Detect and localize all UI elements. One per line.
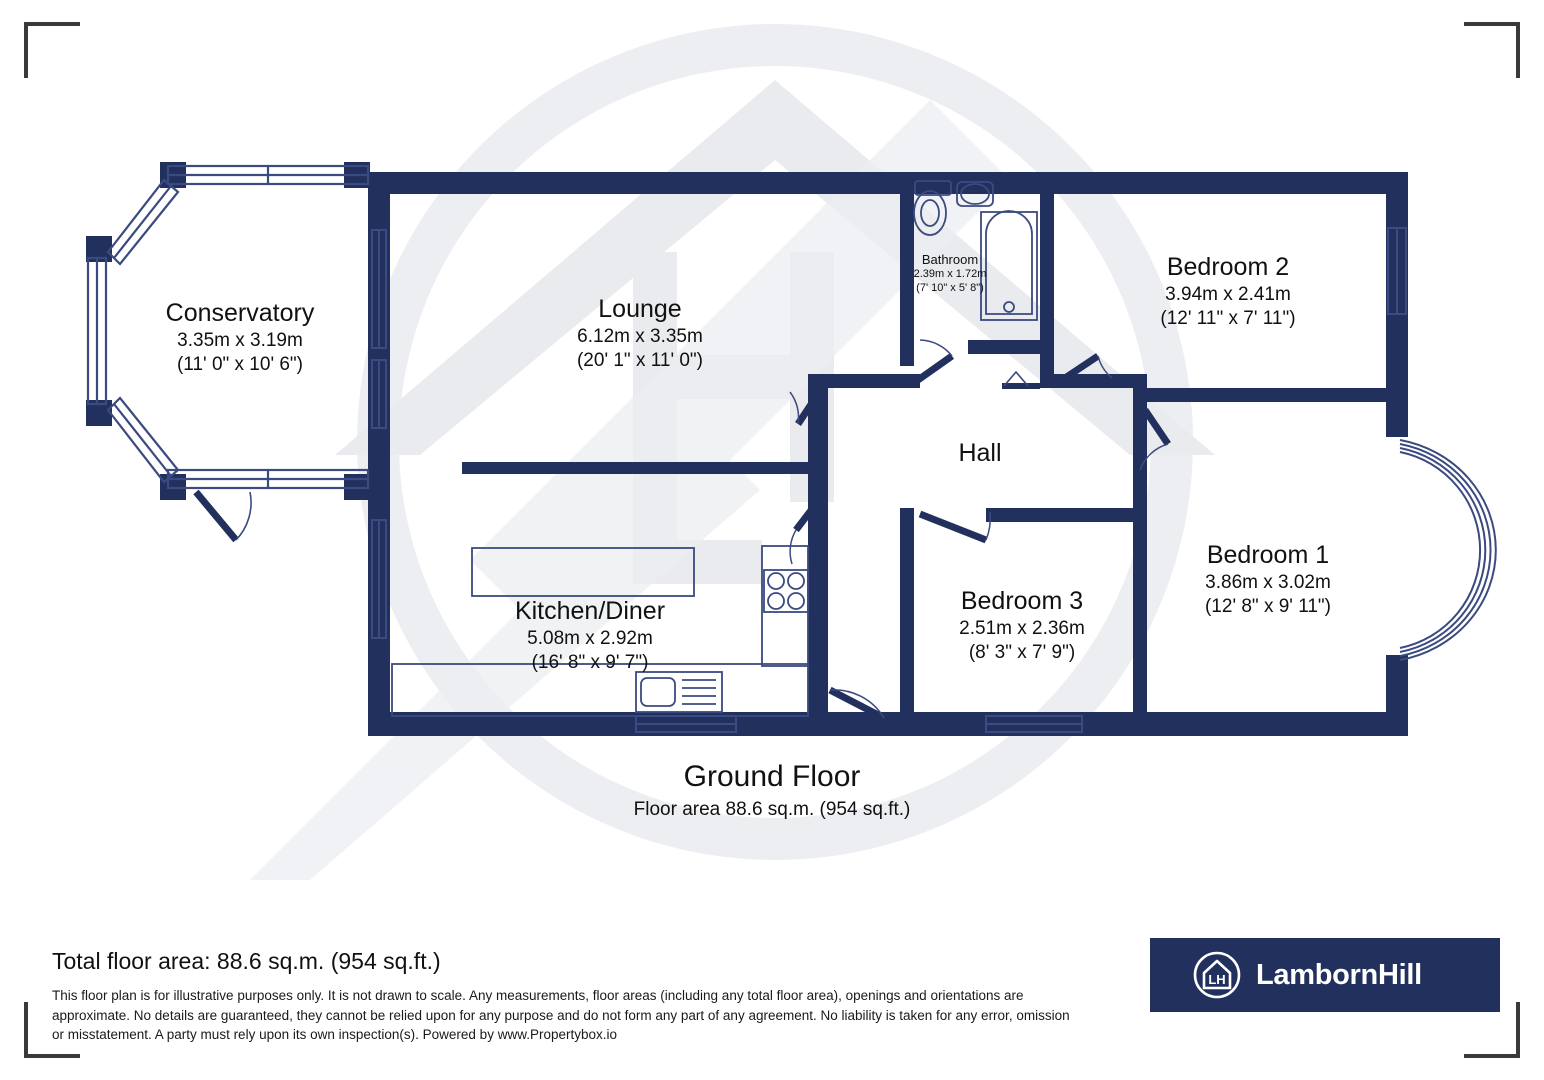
hob-icon: [763, 569, 809, 613]
toilet-icon: [913, 180, 952, 236]
room-label-bedroom-1: Bedroom 1 3.86m x 3.02m (12' 8" x 9' 11"…: [1204, 541, 1331, 617]
total-floor-area: Total floor area: 88.6 sq.m. (954 sq.ft.…: [52, 948, 441, 974]
house-in-circle-icon: LH: [1193, 951, 1241, 999]
doors: [789, 339, 1171, 722]
crop-mark-top-right: [1464, 22, 1520, 78]
watermark-sheen: [250, 100, 1010, 880]
sink-icon: [635, 671, 723, 713]
disclaimer-text: This floor plan is for illustrative purp…: [52, 988, 1070, 1043]
crop-mark-bottom-right: [1464, 1002, 1520, 1058]
brand-name: LambornHill: [1256, 958, 1422, 991]
bedroom1-bay-window: [1399, 439, 1497, 661]
room-label-bedroom-3: Bedroom 3 2.51m x 2.36m (8' 3" x 7' 9"): [959, 587, 1085, 663]
room-label-conservatory: Conservatory 3.35m x 3.19m (11' 0" x 10'…: [165, 299, 315, 375]
crop-mark-bottom-left: [24, 1002, 80, 1058]
floor-title-block: Ground Floor Floor area 88.6 sq.m. (954 …: [0, 760, 1544, 821]
brand-logo: LH LambornHill: [1150, 938, 1500, 1012]
worktop-icon: [471, 547, 695, 597]
crop-mark-top-left: [24, 22, 80, 78]
room-label-kitchen-diner: Kitchen/Diner 5.08m x 2.92m (16' 8" x 9'…: [514, 597, 666, 673]
floor-title: Ground Floor: [683, 760, 861, 793]
brand-monogram: LH: [1208, 972, 1225, 987]
conservatory-door: [193, 489, 252, 543]
room-label-lounge: Lounge 6.12m x 3.35m (20' 1" x 11' 0"): [576, 295, 703, 371]
floor-area-text: Floor area 88.6 sq.m. (954 sq.ft.): [633, 799, 911, 820]
conservatory-structure: [86, 162, 387, 639]
windows: [635, 227, 1407, 733]
room-label-bedroom-2: Bedroom 2 3.94m x 2.41m (12' 11" x 7' 11…: [1160, 253, 1296, 329]
room-label-bathroom: Bathroom 2.39m x 1.72m (7' 10" x 5' 8"): [913, 252, 987, 294]
bath-icon: [980, 210, 1038, 321]
floorplan-drawing: [86, 24, 1497, 880]
basin-icon: [956, 181, 994, 207]
room-label-hall: Hall: [958, 439, 1002, 467]
